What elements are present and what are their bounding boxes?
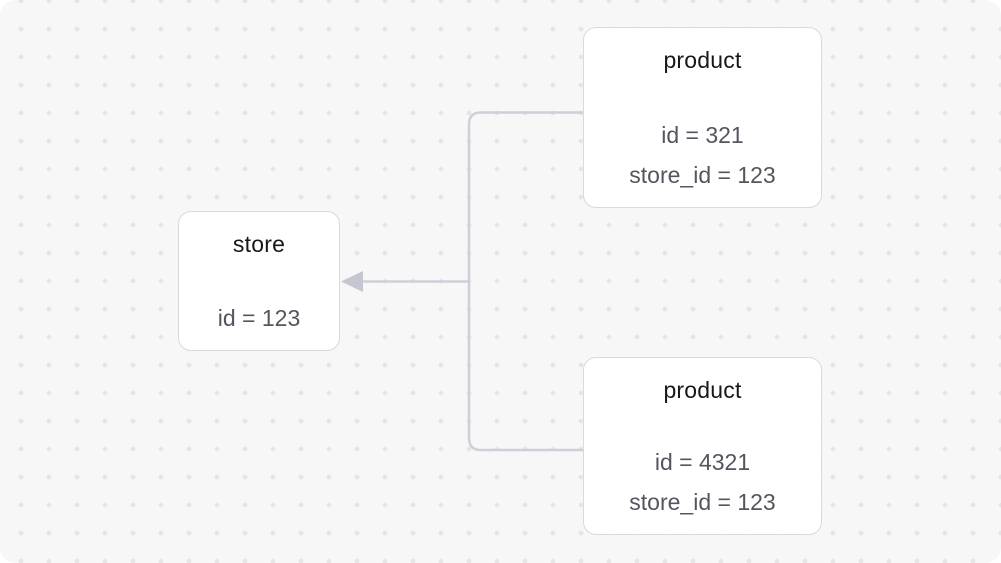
entity-attributes: id = 123: [218, 298, 301, 338]
entity-attribute: id = 321: [661, 122, 744, 148]
entity-node-product-2[interactable]: product id = 4321 store_id = 123: [583, 357, 822, 535]
entity-attribute: id = 4321: [654, 449, 751, 475]
entity-attribute: store_id = 123: [629, 162, 776, 188]
entity-attribute: id = 123: [217, 305, 301, 331]
entity-attributes: id = 321 store_id = 123: [629, 115, 775, 195]
entity-title: product: [663, 377, 742, 403]
edge-arrowhead-icon: [341, 271, 363, 292]
entity-node-store[interactable]: store id = 123: [178, 211, 340, 351]
entity-title: product: [663, 47, 742, 73]
entity-node-product-1[interactable]: product id = 321 store_id = 123: [583, 27, 822, 208]
entity-attribute: store_id = 123: [629, 489, 776, 515]
entity-attributes: id = 4321 store_id = 123: [629, 442, 775, 522]
edge-bracket-path: [467, 111, 583, 452]
entity-title: store: [232, 231, 286, 257]
